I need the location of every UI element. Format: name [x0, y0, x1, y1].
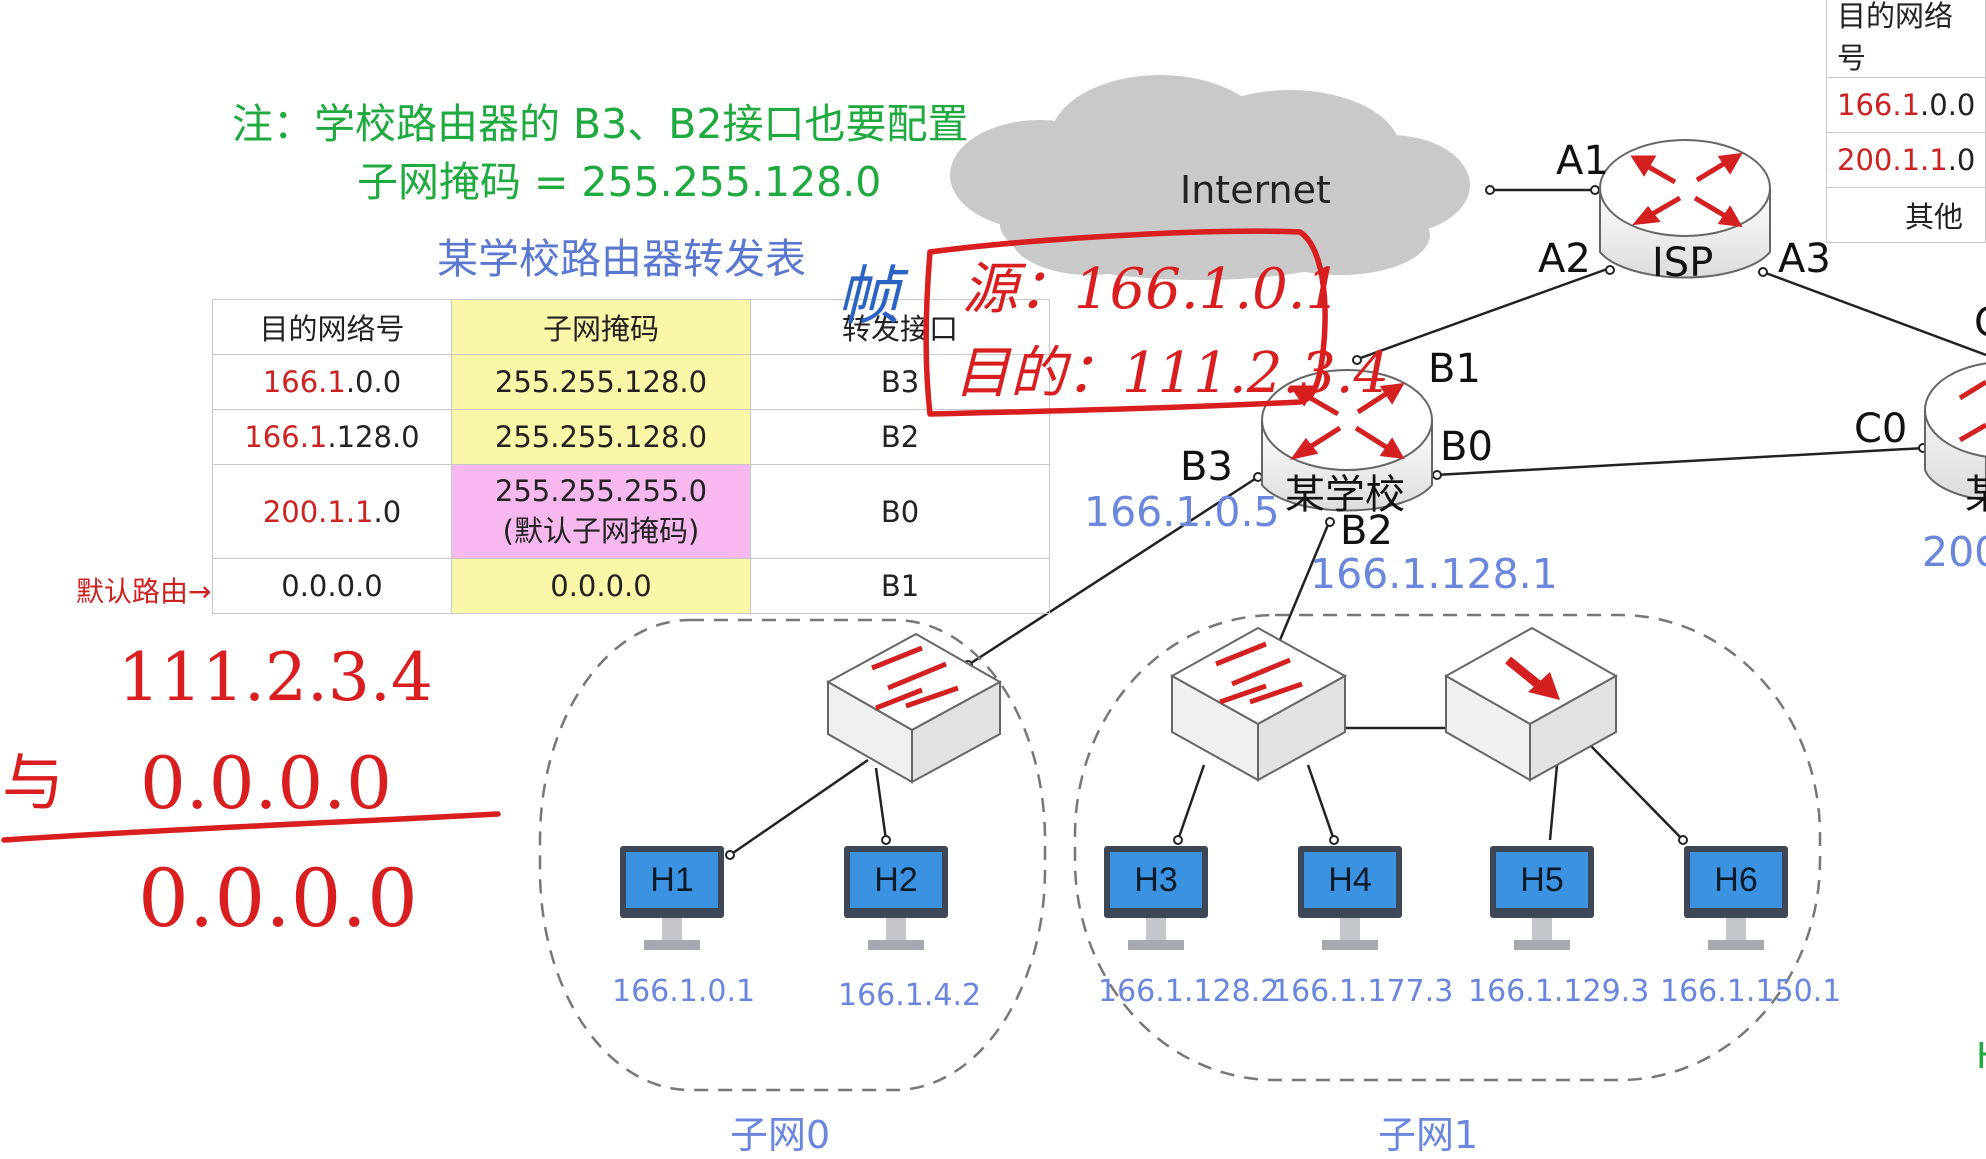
- iface-cell: B2: [750, 409, 1050, 465]
- isp-row: 其他: [1825, 187, 1986, 243]
- port-a3: A3: [1778, 236, 1831, 282]
- host-h5-label: H5: [1496, 852, 1588, 908]
- mask-cell: 255.255.128.0: [451, 409, 751, 465]
- iface-cell: B0: [750, 464, 1050, 559]
- calc-op: 与: [2, 746, 64, 819]
- host-h3-ip: 166.1.128.2: [1098, 974, 1280, 1009]
- host-h5-ip: 166.1.129.3: [1468, 974, 1650, 1009]
- subnet0-boundary: [538, 618, 1047, 1092]
- port-c-partial: C: [1974, 300, 1986, 346]
- port-b3: B3: [1180, 444, 1233, 490]
- host-h2-label: H2: [850, 852, 942, 908]
- host-h6-ip: 166.1.150.1: [1660, 974, 1842, 1009]
- dest-cell: 166.1.0.0: [212, 354, 452, 410]
- host-h6-label: H6: [1690, 852, 1782, 908]
- calc-line2: 0.0.0.0: [140, 741, 392, 825]
- port-b1: B1: [1428, 346, 1481, 392]
- table-row: 200.1.1.0 255.255.255.0(默认子网掩码) B0: [212, 464, 1050, 559]
- right-edge-partial: H: [1976, 1036, 1986, 1077]
- port-b2: B2: [1340, 508, 1393, 554]
- host-h1-label: H1: [626, 852, 718, 908]
- switch-subnet1-right: [1443, 626, 1619, 782]
- frame-box: [923, 228, 1328, 417]
- table-header-row: 目的网络号 子网掩码 转发接口: [212, 299, 1050, 355]
- other-router-label: 某: [1965, 472, 1986, 518]
- col-header-dest: 目的网络号: [212, 299, 452, 355]
- switch-subnet1-left: [1169, 626, 1348, 782]
- internet-label: Internet: [1180, 168, 1331, 212]
- src-annotation: 源：166.1.0.1: [962, 257, 1341, 322]
- subnet1-boundary: [1073, 613, 1822, 1082]
- frame-label: 帧: [836, 260, 909, 334]
- dest-cell: 200.1.1.0: [212, 464, 452, 559]
- host-h1-ip: 166.1.0.1: [612, 974, 756, 1009]
- b3-ip: 166.1.0.5: [1084, 488, 1280, 536]
- internet-cloud: [950, 75, 1470, 280]
- isp-routing-table: 目的网络号 166.1.0.0 200.1.1.0 其他: [1825, 0, 1986, 243]
- col-header-mask: 子网掩码: [451, 299, 751, 355]
- iface-cell: B1: [750, 558, 1050, 614]
- switch-subnet0: [825, 632, 1003, 784]
- table-row: 0.0.0.0 0.0.0.0 B1: [212, 558, 1050, 614]
- school-router-label: 某学校: [1285, 472, 1405, 518]
- port-c0: C0: [1854, 406, 1908, 452]
- host-h3-label: H3: [1110, 852, 1202, 908]
- routing-table: 目的网络号 子网掩码 转发接口 166.1.0.0 255.255.128.0 …: [212, 299, 1050, 614]
- host-h4-ip: 166.1.177.3: [1272, 974, 1454, 1009]
- note-line2: 子网掩码 = 255.255.128.0: [357, 158, 882, 206]
- host-h6: H6: [1684, 846, 1788, 961]
- port-a1: A1: [1556, 138, 1609, 184]
- dst-annotation: 目的：111.2.3.4: [954, 341, 1389, 406]
- dest-cell: 0.0.0.0: [212, 558, 452, 614]
- col-header-iface: 转发接口: [750, 299, 1050, 355]
- note-line1: 注：学校路由器的 B3、B2接口也要配置: [232, 100, 969, 148]
- calc-result: 0.0.0.0: [138, 852, 418, 945]
- host-h5: H5: [1490, 846, 1594, 961]
- isp-row: 166.1.0.0: [1825, 77, 1986, 133]
- default-route-label: 默认路由→: [76, 575, 212, 608]
- links: [729, 188, 1986, 857]
- host-h3: H3: [1104, 846, 1208, 961]
- mask-cell: 255.255.128.0: [451, 354, 751, 410]
- calc-underline: [1, 811, 501, 843]
- school-router: [1261, 369, 1433, 512]
- isp-label: ISP: [1652, 240, 1714, 286]
- calc-line1: 111.2.3.4: [118, 639, 433, 716]
- subnet1-label: 子网1: [1378, 1113, 1479, 1157]
- host-h2-ip: 166.1.4.2: [838, 978, 982, 1013]
- host-h4-label: H4: [1304, 852, 1396, 908]
- c0-ip-partial: 200: [1922, 528, 1986, 576]
- table-title: 某学校路由器转发表: [437, 235, 806, 283]
- isp-router: [1599, 139, 1771, 279]
- host-h2: H2: [844, 846, 948, 961]
- port-a2: A2: [1538, 236, 1591, 282]
- port-b0: B0: [1440, 424, 1493, 470]
- table-row: 166.1.128.0 255.255.128.0 B2: [212, 409, 1050, 465]
- host-h4: H4: [1298, 846, 1402, 961]
- host-h1: H1: [620, 846, 724, 961]
- mask-cell: 0.0.0.0: [451, 558, 751, 614]
- subnet0-label: 子网0: [730, 1113, 831, 1157]
- isp-header: 目的网络号: [1825, 0, 1986, 78]
- b2-ip: 166.1.128.1: [1310, 550, 1558, 598]
